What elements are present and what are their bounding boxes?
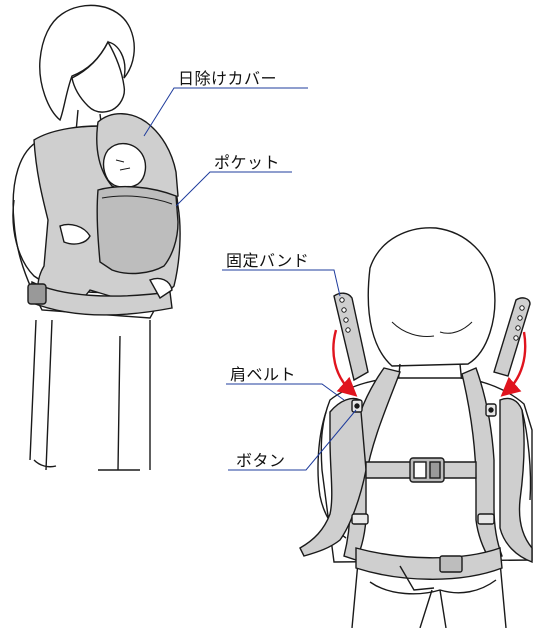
- waist-belt: [29, 280, 173, 316]
- left-fixing-band: [333, 292, 369, 382]
- label-shoulder-belt: 肩ベルト: [230, 365, 297, 384]
- leader-lines: [143, 87, 357, 471]
- right-fold-arrow: [500, 331, 527, 397]
- label-button: ボタン: [236, 451, 286, 470]
- left-fold-arrow: [332, 329, 358, 397]
- label-pocket: ポケット: [214, 153, 281, 172]
- left-band-holes: [339, 297, 351, 333]
- leader-shoulder-belt: [226, 383, 345, 401]
- leader-button: [228, 409, 357, 471]
- baby-head: [102, 143, 147, 189]
- back-waist-belt: [355, 547, 503, 580]
- leader-sun-cover: [143, 87, 308, 137]
- front-view-figure: [12, 4, 181, 471]
- back-head: [367, 227, 496, 367]
- wearer-face: [71, 40, 126, 113]
- label-fixing-band: 固定バンド: [226, 251, 310, 270]
- leader-fixing-band: [222, 269, 341, 297]
- label-sun-cover: 日除けカバー: [178, 69, 278, 88]
- pocket: [96, 185, 179, 275]
- wearer-pants: [29, 319, 151, 471]
- back-view-figure: [299, 227, 533, 628]
- leader-pocket: [175, 171, 292, 207]
- right-band-holes: [513, 305, 525, 341]
